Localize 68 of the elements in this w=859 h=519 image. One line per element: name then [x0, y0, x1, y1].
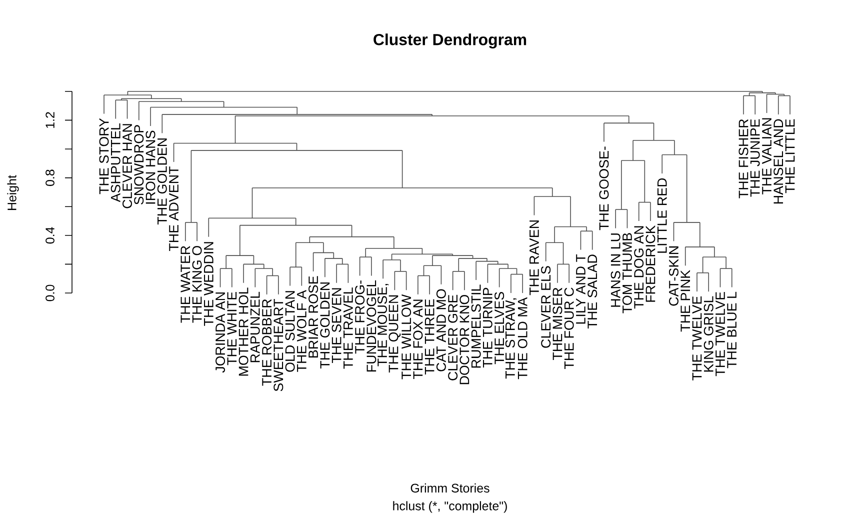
- axis-title: Height: [7, 175, 19, 210]
- leaf-label: ASHPUTTEL: [110, 123, 120, 202]
- leaf-label: THE MISER: [552, 288, 562, 360]
- leaf-label: JORINDA AN: [216, 292, 226, 373]
- leaf-label: THE LITTLE: [785, 119, 795, 194]
- leaf-label: OLD SULTAN: [285, 291, 295, 372]
- leaf-label: THE WATER: [180, 246, 190, 323]
- leaf-label: CLEVER HAN: [122, 124, 132, 208]
- leaf-label: THE OLD MA: [518, 297, 528, 380]
- leaf-label: FREDERICK: [646, 225, 656, 302]
- leaf-label: SNOWDROP: [134, 125, 144, 204]
- leaf-label: THE RAVEN: [530, 220, 539, 296]
- leaf-label: THE KING O: [192, 246, 202, 323]
- leaf-label: BRIAR ROSE: [308, 276, 318, 358]
- tick-label: 1.2: [46, 112, 54, 128]
- leaf-label: RAPUNZEL: [250, 292, 260, 362]
- leaf-label: HANSEL AND: [774, 119, 784, 204]
- tick-label: 0.8: [46, 170, 54, 186]
- leaf-label: THE TURNIP: [483, 288, 492, 368]
- leaf-label: CAT AND MO: [436, 289, 446, 372]
- leaf-label: DOCTOR KNO: [460, 294, 470, 384]
- tick-label: 0.0: [46, 284, 54, 302]
- leaf-label: THE TRAVEL: [344, 288, 353, 369]
- leaf-label: THE GOLDEN: [320, 282, 330, 368]
- tick-label: 0.4: [46, 227, 54, 244]
- leaf-label: THE WEDDIN: [204, 242, 214, 326]
- leaf-label: THE BLUE L: [727, 292, 737, 368]
- leaf-label: THE FOX AN: [413, 300, 423, 380]
- leaf-label: THE WOLF A: [296, 290, 306, 372]
- leaf-label: LITTLE RED: [657, 178, 667, 253]
- leaf-label: KING GRISL: [704, 296, 714, 372]
- leaf-label: THE SEVEN: [332, 288, 342, 364]
- leaf-label: THE MOUSE,: [378, 284, 389, 366]
- leaf-label: THE TWELVE: [692, 296, 702, 380]
- leaf-label: LILY AND T: [576, 254, 586, 324]
- leaf-label: IRON HANS: [146, 130, 156, 204]
- caption: hclust (*, "complete"): [393, 501, 507, 513]
- leaf-label: THE GOLDEN: [157, 138, 167, 224]
- leaf-label: TOM THUMB: [622, 233, 632, 314]
- leaf-label: THE FISHER: [738, 119, 748, 198]
- leaf-label: MOTHER HOL: [238, 288, 248, 376]
- leaf-label: THE STORY: [99, 118, 109, 194]
- leaf-label: THE ADVENT: [169, 166, 178, 252]
- leaf-label: THE DOG AN: [634, 226, 644, 309]
- leaf-label: THE JUNIPE: [750, 119, 760, 197]
- leaf-label: CLEVER GRE: [448, 294, 458, 380]
- leaf-label: THE SALAD: [588, 254, 598, 328]
- leaf-label: FUNDEVOGEL: [366, 280, 376, 372]
- leaf-label: THE ROBBER: [262, 299, 272, 386]
- leaf-label: THE PINK: [680, 270, 690, 332]
- leaf-label: CLEVER ELS: [541, 266, 551, 348]
- leaf-label: THE GOOSE-: [599, 146, 609, 230]
- leaf-label: THE FOUR C: [564, 288, 574, 369]
- leaf-label: THE TWELVE: [716, 292, 725, 376]
- leaf-label: SWEETHEART: [274, 298, 284, 392]
- axis-title: Grimm Stories: [410, 483, 490, 493]
- leaf-label: THE WILLOW: [402, 294, 412, 380]
- leaf-label: CAT-SKIN: [668, 246, 678, 306]
- leaf-label: THE STRAW,: [505, 298, 516, 379]
- leaf-label: THE VALIAN: [762, 118, 772, 194]
- chart-title: Cluster Dendrogram: [374, 34, 526, 48]
- leaf-label: THE FROG-: [355, 280, 365, 354]
- leaf-label: RUMPELSTIL: [471, 284, 481, 368]
- leaf-label: THE THREE: [424, 299, 434, 375]
- leaf-label: THE WHITE: [227, 292, 237, 366]
- leaf-label: THE ELVES: [494, 292, 504, 364]
- leaf-label: HANS IN LU: [610, 233, 620, 307]
- leaf-label: THE QUEEN: [388, 295, 401, 372]
